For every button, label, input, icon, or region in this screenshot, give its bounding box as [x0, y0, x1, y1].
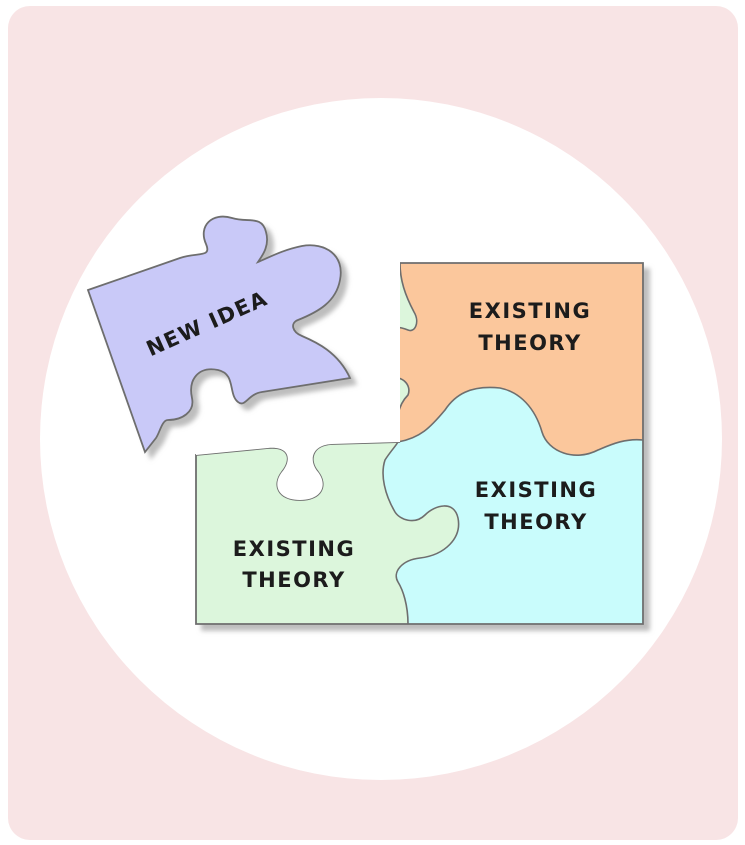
- puzzle-piece-existing-theory-bottom-right: [383, 387, 643, 624]
- theory-top-right-label-line2: THEORY: [478, 331, 581, 355]
- theory-top-right-label-line1: EXISTING: [469, 299, 591, 323]
- theory-bottom-left-label-line2: THEORY: [242, 568, 345, 592]
- seam-orange-cyan: [397, 386, 644, 456]
- puzzle-piece-existing-theory-top-right: [364, 263, 643, 456]
- theory-bottom-left-label-line1: EXISTING: [233, 537, 355, 561]
- seam-cyan-green: [382, 441, 460, 625]
- theory-bottom-right-label-line1: EXISTING: [475, 478, 597, 502]
- theory-bottom-right-label-line2: THEORY: [484, 510, 587, 534]
- puzzle-piece-new-idea: [86, 215, 352, 454]
